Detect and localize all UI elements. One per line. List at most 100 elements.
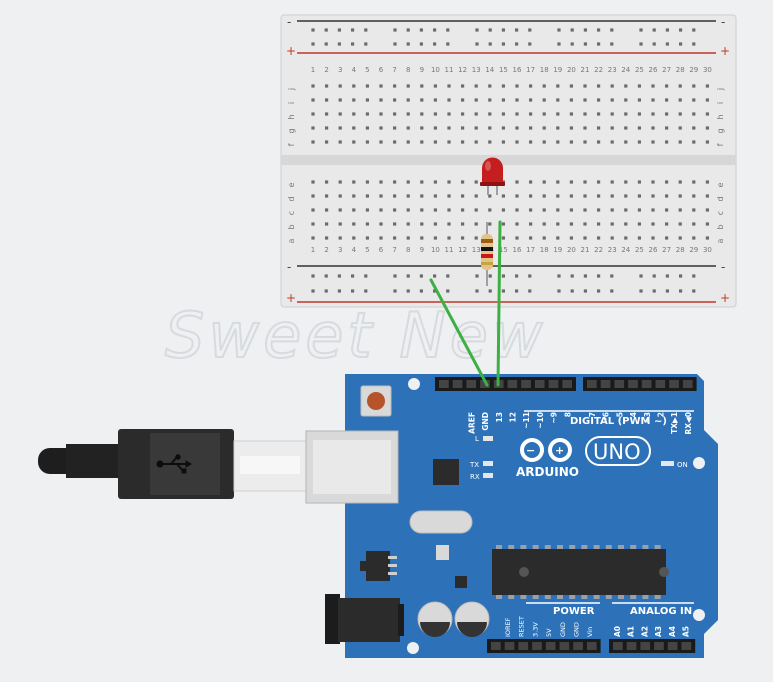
breadboard-row-label: h (716, 114, 725, 119)
wire-gnd[interactable] (429, 278, 489, 387)
analog-pin-label: A2 (640, 626, 649, 637)
breadboard-hole (324, 28, 328, 32)
breadboard-hole (556, 84, 560, 88)
mcu-pin (496, 595, 502, 599)
header-socket[interactable] (504, 642, 515, 650)
breadboard-hole (475, 42, 479, 46)
resistor[interactable] (481, 222, 493, 286)
header-socket[interactable] (559, 642, 570, 650)
breadboard-hole (583, 236, 587, 240)
header-socket[interactable] (614, 380, 625, 388)
breadboard-hole (311, 208, 315, 212)
breadboard-hole (379, 180, 383, 184)
breadboard-hole (624, 208, 628, 212)
breadboard-column-label: 25 (635, 246, 644, 254)
header-socket[interactable] (532, 642, 542, 650)
breadboard-hole (610, 126, 614, 130)
wire-pin13[interactable] (496, 220, 502, 387)
dc-power-jack[interactable] (325, 594, 404, 644)
header-socket[interactable] (600, 380, 611, 388)
header-socket[interactable] (545, 642, 556, 650)
header-socket[interactable] (466, 380, 477, 388)
breadboard[interactable]: - + - + - + - + 112233445566778899101011… (280, 14, 737, 308)
breadboard-row-label: h (287, 114, 296, 119)
breadboard-hole (461, 84, 465, 88)
breadboard-hole (515, 194, 519, 198)
reset-button[interactable] (360, 385, 392, 417)
breadboard-hole (352, 112, 356, 116)
breadboard-hole (529, 236, 533, 240)
breadboard-hole (569, 194, 573, 198)
breadboard-hole (583, 84, 587, 88)
breadboard-hole (679, 42, 683, 46)
red-led[interactable] (480, 157, 505, 196)
breadboard-hole (324, 274, 328, 278)
breadboard-column-label: 11 (445, 66, 454, 74)
digital-pin-headers[interactable] (435, 377, 697, 391)
breadboard-hole (461, 208, 465, 212)
microcontroller-atmega[interactable] (492, 545, 669, 599)
breadboard-column-label: 23 (608, 66, 617, 74)
breadboard-hole (419, 28, 423, 32)
breadboard-hole (569, 208, 573, 212)
breadboard-hole (461, 180, 465, 184)
header-socket[interactable] (654, 642, 664, 650)
breadboard-hole (639, 289, 643, 293)
header-socket[interactable] (587, 380, 597, 388)
power-analog-pin-headers[interactable] (487, 639, 696, 653)
breadboard-hole (352, 98, 356, 102)
breadboard-hole (665, 84, 669, 88)
header-socket[interactable] (439, 380, 449, 388)
breadboard-hole (406, 112, 410, 116)
header-socket[interactable] (655, 380, 666, 388)
header-socket[interactable] (452, 380, 463, 388)
header-socket[interactable] (521, 380, 531, 388)
header-socket[interactable] (548, 380, 559, 388)
breadboard-hole (651, 112, 655, 116)
breadboard-hole (365, 180, 369, 184)
breadboard-column-labels: 1122334455667788991010111112121313141415… (311, 66, 712, 254)
breadboard-hole (610, 208, 614, 212)
breadboard-hole (583, 208, 587, 212)
header-socket[interactable] (573, 642, 583, 650)
breadboard-hole (393, 222, 397, 226)
header-socket[interactable] (669, 380, 679, 388)
breadboard-column-label: 5 (365, 246, 369, 254)
header-socket[interactable] (586, 642, 597, 650)
header-socket[interactable] (626, 642, 637, 650)
breadboard-hole (393, 180, 397, 184)
breadboard-column-label: 4 (352, 246, 357, 254)
breadboard-hole (542, 194, 546, 198)
breadboard-hole (651, 208, 655, 212)
breadboard-hole (433, 289, 437, 293)
header-socket[interactable] (613, 642, 623, 650)
header-socket[interactable] (534, 380, 545, 388)
header-socket[interactable] (507, 380, 518, 388)
breadboard-hole (433, 236, 437, 240)
breadboard-hole (419, 42, 423, 46)
mounting-hole-bottom-right (693, 609, 705, 621)
jumper-wires[interactable] (429, 220, 502, 387)
usb-cable[interactable] (38, 429, 307, 499)
led-rx-label: RX (470, 473, 480, 481)
breadboard-column-label: 18 (540, 246, 549, 254)
header-socket[interactable] (682, 380, 693, 388)
breadboard-column-label: 6 (379, 246, 384, 254)
header-socket[interactable] (518, 642, 529, 650)
header-socket[interactable] (641, 380, 652, 388)
header-socket[interactable] (491, 642, 501, 650)
bottom-rail-plus-label-right: + (720, 291, 730, 305)
header-socket[interactable] (640, 642, 651, 650)
breadboard-hole (311, 180, 315, 184)
breadboard-column-label: 7 (392, 246, 396, 254)
analog-pin-label: A4 (668, 626, 677, 637)
breadboard-hole (665, 289, 669, 293)
header-socket[interactable] (562, 380, 572, 388)
header-socket[interactable] (628, 380, 638, 388)
top-pin-label: TX▶1 (670, 412, 679, 434)
header-socket[interactable] (681, 642, 692, 650)
header-socket[interactable] (667, 642, 678, 650)
